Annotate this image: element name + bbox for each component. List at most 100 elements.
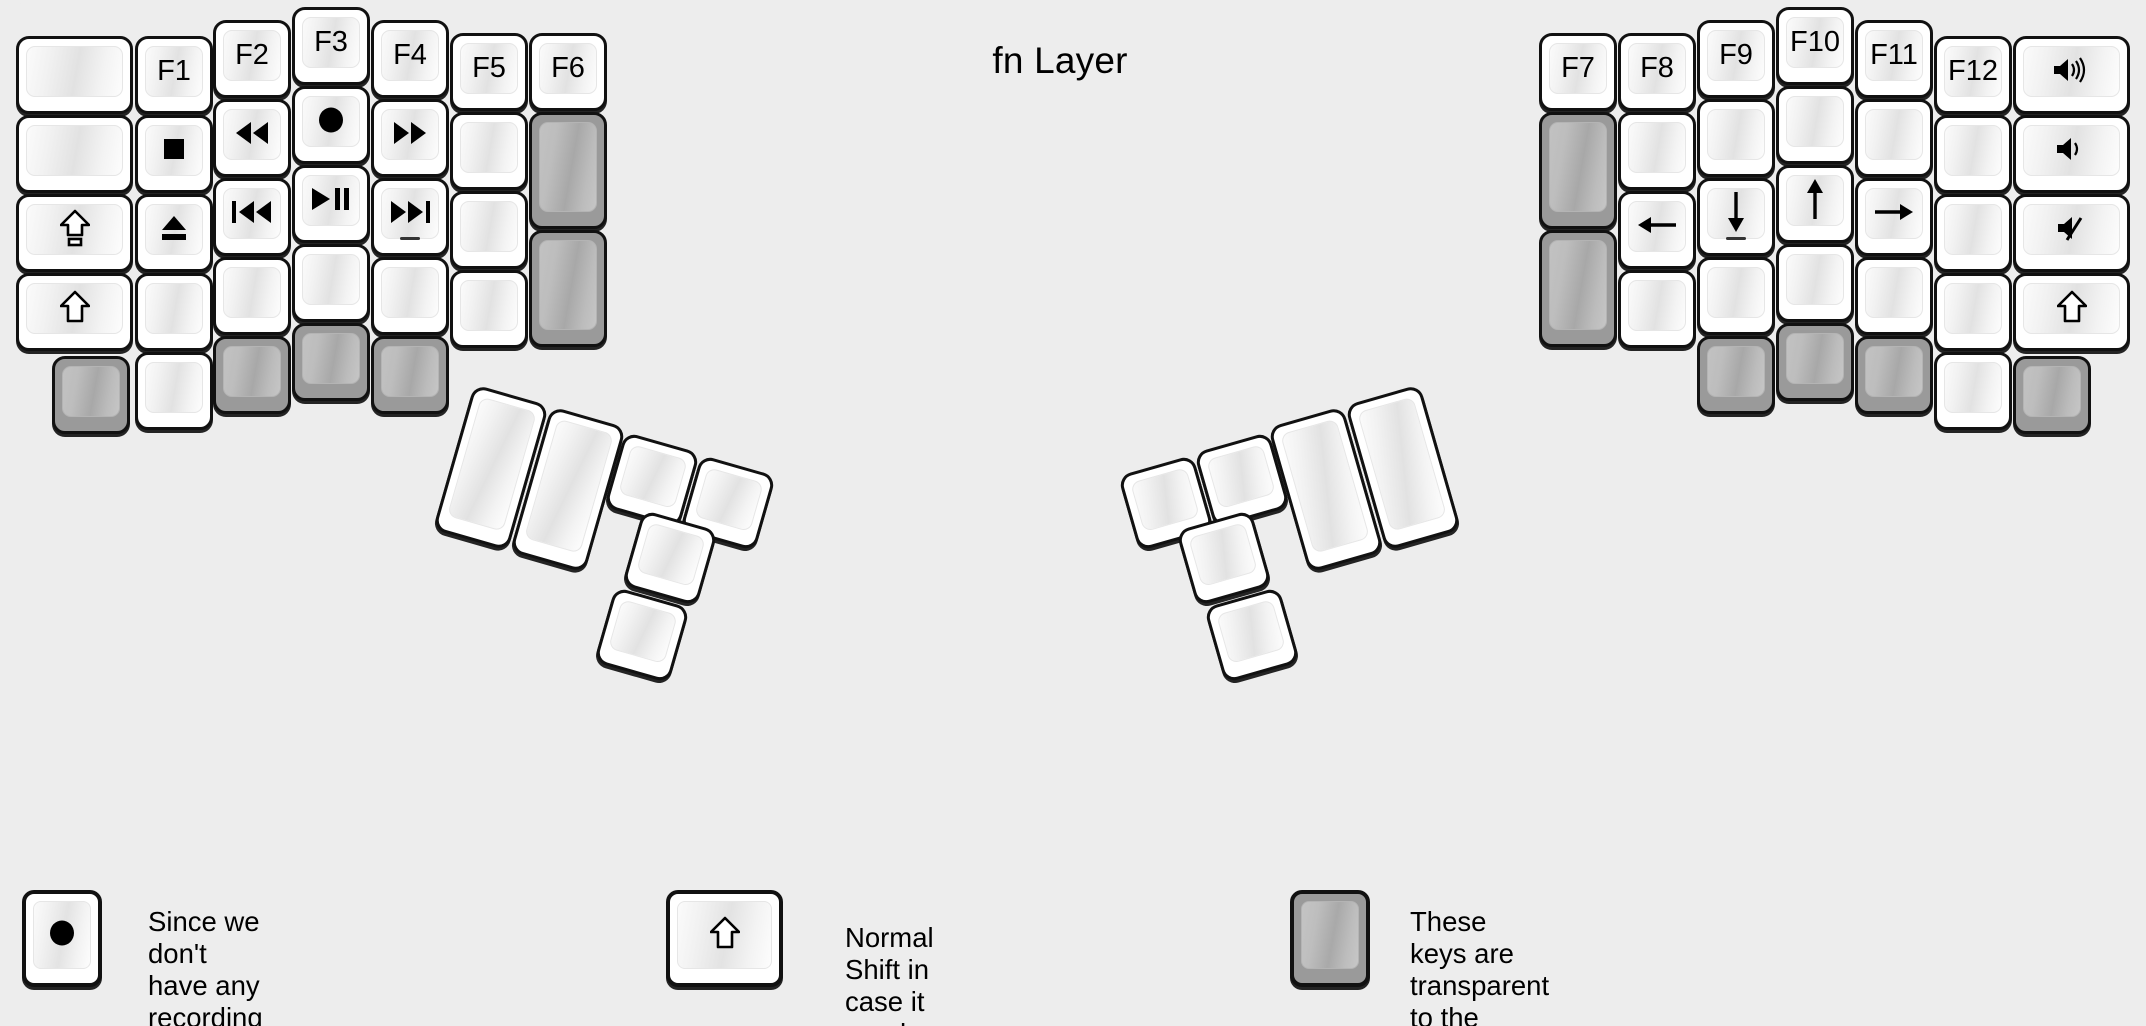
key-volume-up[interactable]: [2013, 36, 2130, 114]
key-blank[interactable]: [135, 273, 213, 351]
key-shift[interactable]: [2013, 273, 2130, 351]
key-f9[interactable]: F9: [1697, 20, 1775, 98]
key-f2[interactable]: F2: [213, 20, 291, 98]
keycap-face: [302, 254, 360, 305]
keycap-face: [1865, 109, 1923, 160]
key-transparent[interactable]: [2013, 356, 2091, 434]
keycap-face: [223, 109, 281, 160]
legend-media-record-key: [22, 890, 102, 987]
legend-shift-text: Normal Shift in case it needs to be send…: [845, 922, 934, 1026]
media-record-icon: [313, 102, 349, 142]
key-f3[interactable]: F3: [292, 7, 370, 85]
keycap-face: [636, 522, 706, 588]
keycap-face: [460, 201, 518, 252]
key-transparent[interactable]: [371, 336, 449, 414]
key-f10[interactable]: F10: [1776, 7, 1854, 85]
key-blank[interactable]: [450, 112, 528, 190]
key-media-next[interactable]: [371, 178, 449, 256]
keycap-face: [381, 109, 439, 160]
keycap-face: [1206, 444, 1276, 510]
arrow-left-icon: [1636, 212, 1678, 242]
key-transparent[interactable]: [52, 356, 130, 434]
key-shift[interactable]: [16, 273, 133, 351]
key-transparent[interactable]: [1776, 323, 1854, 401]
key-arrow-left[interactable]: [1618, 191, 1696, 269]
key-blank[interactable]: [1855, 257, 1933, 335]
key-arrow-right[interactable]: [1855, 178, 1933, 256]
key-media-rewind[interactable]: [213, 99, 291, 177]
key-media-prev[interactable]: [213, 178, 291, 256]
keycap-face: F2: [223, 30, 281, 81]
key-f12[interactable]: F12: [1934, 36, 2012, 114]
key-media-record[interactable]: [292, 86, 370, 164]
key-transparent[interactable]: [1855, 336, 1933, 414]
keycap-face: [1786, 333, 1844, 384]
legend-transparent-key: [1290, 890, 1370, 987]
key-blank[interactable]: [1776, 86, 1854, 164]
keycap-face: [1549, 122, 1607, 212]
key-volume-mute[interactable]: [2013, 194, 2130, 272]
keycap-face: F1: [145, 46, 203, 97]
keycap-face: [62, 366, 120, 417]
key-media-stop[interactable]: [135, 115, 213, 193]
key-label: F1: [157, 55, 191, 87]
key-blank[interactable]: [292, 244, 370, 322]
key-transparent[interactable]: [213, 336, 291, 414]
key-f1[interactable]: F1: [135, 36, 213, 114]
key-blank[interactable]: [450, 191, 528, 269]
key-transparent[interactable]: [1539, 112, 1617, 229]
key-blank[interactable]: [1934, 273, 2012, 351]
key-blank[interactable]: [450, 270, 528, 348]
key-media-eject[interactable]: [135, 194, 213, 272]
key-transparent[interactable]: [1697, 336, 1775, 414]
key-arrow-down[interactable]: [1697, 178, 1775, 256]
key-transparent[interactable]: [529, 230, 607, 347]
keycap-face: [302, 96, 360, 147]
media-fastforward-icon: [390, 120, 430, 150]
key-f11[interactable]: F11: [1855, 20, 1933, 98]
key-blank[interactable]: [1618, 112, 1696, 190]
key-label: F4: [393, 39, 427, 71]
key-blank[interactable]: [1934, 115, 2012, 193]
key-transparent[interactable]: [1539, 230, 1617, 347]
key-media-fastforward[interactable]: [371, 99, 449, 177]
media-record-icon: [44, 915, 80, 955]
key-f7[interactable]: F7: [1539, 33, 1617, 111]
keycap-face: [2023, 46, 2120, 97]
key-f8[interactable]: F8: [1618, 33, 1696, 111]
key-blank[interactable]: [1697, 99, 1775, 177]
keycap-face: [302, 333, 360, 384]
keycap-face: [1786, 96, 1844, 147]
shift-icon: [2056, 290, 2087, 328]
key-media-playpause[interactable]: [292, 165, 370, 243]
key-label: F5: [472, 52, 506, 84]
key-f6[interactable]: F6: [529, 33, 607, 111]
key-blank[interactable]: [1618, 270, 1696, 348]
arrow-right-icon: [1873, 199, 1915, 229]
key-label: F10: [1790, 26, 1840, 58]
key-transparent[interactable]: [529, 112, 607, 229]
key-blank[interactable]: [1776, 244, 1854, 322]
key-blank[interactable]: [371, 257, 449, 335]
key-transparent[interactable]: [292, 323, 370, 401]
volume-mute-icon: [2055, 213, 2089, 247]
key-blank[interactable]: [16, 36, 133, 114]
key-arrow-up[interactable]: [1776, 165, 1854, 243]
key-f5[interactable]: F5: [450, 33, 528, 111]
key-blank[interactable]: [1934, 194, 2012, 272]
keycap-face: F5: [460, 43, 518, 94]
key-caps-lock[interactable]: [16, 194, 133, 272]
key-blank[interactable]: [135, 352, 213, 430]
key-volume-down[interactable]: [2013, 115, 2130, 193]
key-blank[interactable]: [213, 257, 291, 335]
keycap-face: [145, 362, 203, 413]
key-blank[interactable]: [1855, 99, 1933, 177]
keycap-face: [1707, 109, 1765, 160]
key-blank[interactable]: [16, 115, 133, 193]
key-blank[interactable]: [1934, 352, 2012, 430]
keycap-face: [539, 240, 597, 330]
key-f4[interactable]: F4: [371, 20, 449, 98]
caps-lock-icon: [59, 209, 90, 251]
media-stop-icon: [159, 134, 189, 168]
key-blank[interactable]: [1697, 257, 1775, 335]
